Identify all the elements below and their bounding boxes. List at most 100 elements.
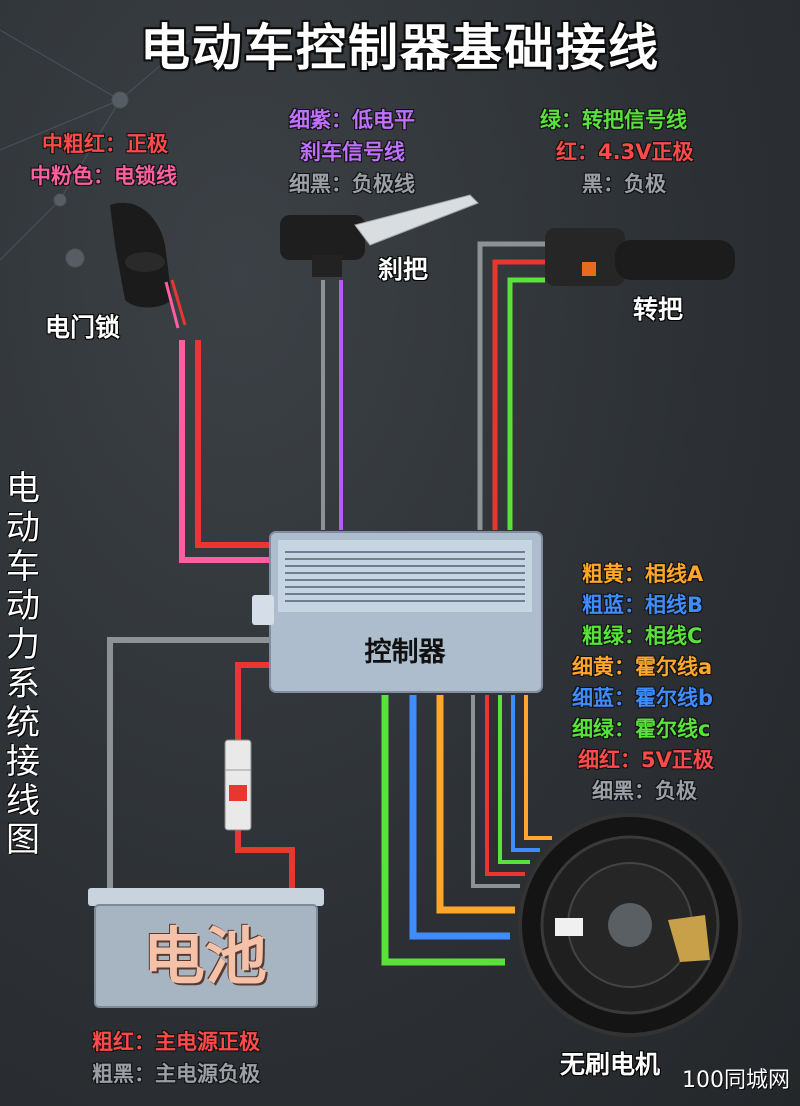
motor-label-4-key: 细黄： [572, 655, 635, 679]
motor-label-2: 粗蓝：相线B [582, 589, 703, 619]
side-title-char: 动 [6, 586, 40, 626]
watermark: 100同城网 [682, 1068, 790, 1093]
lock-name: 电门锁 [45, 313, 121, 342]
lock-label-2: 中粉色：电锁线 [30, 160, 177, 190]
network-decoration [0, 29, 191, 268]
hall-blue-wire [511, 695, 540, 852]
battery-icon [88, 888, 324, 1008]
diagram-title: 电动车控制器基础接线 [140, 19, 660, 77]
side-title-char: 车 [6, 547, 40, 587]
motor-label-7-key: 细红： [578, 748, 641, 772]
hall-black-wire [471, 695, 520, 888]
brake-label-3-val: 负极线 [352, 172, 415, 196]
side-title-char: 系 [6, 664, 40, 704]
phase-green-wire [381, 695, 505, 966]
throttle-grip-icon [545, 228, 735, 286]
battery-red-wire-lower [235, 830, 295, 890]
brake-label-1-val: 低电平 [352, 108, 415, 132]
motor-label-4-val: 霍尔线a [635, 655, 713, 679]
brake-label-2-val: 刹车信号线 [300, 140, 405, 164]
motor-label-7-val: 5V正极 [641, 748, 714, 772]
battery-label-2-val: 主电源负极 [155, 1062, 260, 1086]
brake-label-1: 细紫：低电平 [289, 104, 415, 134]
motor-label-5-key: 细蓝： [572, 686, 635, 710]
side-title-char: 接 [6, 742, 40, 782]
lock-label-2-val: 电锁线 [114, 164, 177, 188]
battery-red-wire [235, 662, 275, 740]
motor-label-8-key: 细黑： [592, 779, 655, 803]
battery-label-1-key: 粗红： [92, 1030, 155, 1054]
throttle-red-wire [492, 259, 545, 530]
motor-label-8: 细黑：负极 [592, 775, 697, 805]
circuit-breaker-icon [224, 739, 252, 831]
motor-label-3-key: 粗绿： [582, 624, 645, 648]
motor-label-2-key: 粗蓝： [582, 593, 645, 617]
throttle-label-2-val: 4.3V正极 [598, 140, 694, 164]
side-title-char: 线 [6, 781, 40, 821]
brake-label-2: 刹车信号线 [300, 136, 405, 166]
throttle-label-3: 黑：负极 [582, 168, 666, 198]
battery-label-2: 粗黑：主电源负极 [92, 1058, 260, 1088]
motor-label-5: 细蓝：霍尔线b [572, 682, 713, 712]
motor-label-1-key: 粗黄： [582, 562, 645, 586]
ignition-lock-icon [110, 202, 187, 329]
throttle-green-wire [507, 277, 545, 530]
motor-label-8-val: 负极 [655, 779, 697, 803]
lock-pink-wire [195, 340, 275, 548]
lock-red-wire [179, 340, 275, 563]
throttle-label-2-key: 红： [556, 140, 598, 164]
hub-motor-icon [518, 813, 742, 1037]
hall-green-wire [498, 695, 530, 864]
motor-label-7: 细红：5V正极 [578, 744, 714, 774]
controller-name: 控制器 [364, 637, 446, 668]
throttle-label-1-val: 转把信号线 [582, 108, 687, 132]
brake-lever-icon [280, 194, 479, 277]
motor-label-3-val: 相线C [645, 624, 703, 648]
controller-box [252, 531, 543, 693]
throttle-wires [477, 241, 545, 530]
side-title-char: 电 [6, 469, 40, 509]
motor-label-5-val: 霍尔线b [635, 686, 714, 710]
motor-label-1: 粗黄：相线A [582, 558, 703, 588]
phase-blue-wire [409, 695, 510, 940]
lock-label-2-key: 中粉色： [30, 164, 114, 188]
motor-label-6: 细绿：霍尔线c [572, 713, 710, 743]
motor-label-6-val: 霍尔线c [635, 717, 711, 741]
motor-label-4: 细黄：霍尔线a [572, 651, 712, 681]
throttle-label-2: 红：4.3V正极 [556, 136, 693, 166]
brake-label-3-key: 细黑： [289, 172, 352, 196]
battery-name: 电池 [142, 920, 267, 993]
motor-label-1-val: 相线A [645, 562, 704, 586]
side-title-char: 统 [6, 703, 40, 743]
side-title-char: 力 [6, 625, 40, 665]
lock-label-1-val: 正极 [126, 132, 168, 156]
lock-label-1: 中粗红：正极 [42, 128, 168, 158]
hall-yellow-wire [524, 695, 552, 840]
motor-label-2-val: 相线B [645, 593, 704, 617]
brake-label-3: 细黑：负极线 [289, 168, 415, 198]
battery-label-1-val: 主电源正极 [155, 1030, 260, 1054]
hall-red-wire [485, 695, 525, 876]
lock-wires [179, 340, 275, 563]
throttle-label-1-key: 绿： [540, 108, 582, 132]
throttle-name: 转把 [633, 295, 684, 324]
side-title-char: 动 [6, 508, 40, 548]
motor-name: 无刷电机 [560, 1050, 661, 1079]
brake-wires [321, 280, 343, 530]
throttle-label-3-val: 负极 [624, 172, 666, 196]
side-title: 电 动 车 动 力 系 统 接 线 图 [2, 470, 44, 860]
side-title-char: 图 [6, 820, 40, 860]
phase-yellow-wire [436, 695, 515, 914]
throttle-label-3-key: 黑： [582, 172, 624, 196]
motor-wires [381, 695, 552, 966]
brake-name: 刹把 [378, 255, 429, 284]
battery-black-wire [107, 637, 275, 890]
battery-wires [107, 637, 295, 890]
lock-label-1-key: 中粗红： [42, 132, 126, 156]
motor-label-3: 粗绿：相线C [582, 620, 702, 650]
throttle-black-wire [477, 241, 545, 530]
motor-label-6-key: 细绿： [572, 717, 635, 741]
battery-label-1: 粗红：主电源正极 [92, 1026, 260, 1056]
